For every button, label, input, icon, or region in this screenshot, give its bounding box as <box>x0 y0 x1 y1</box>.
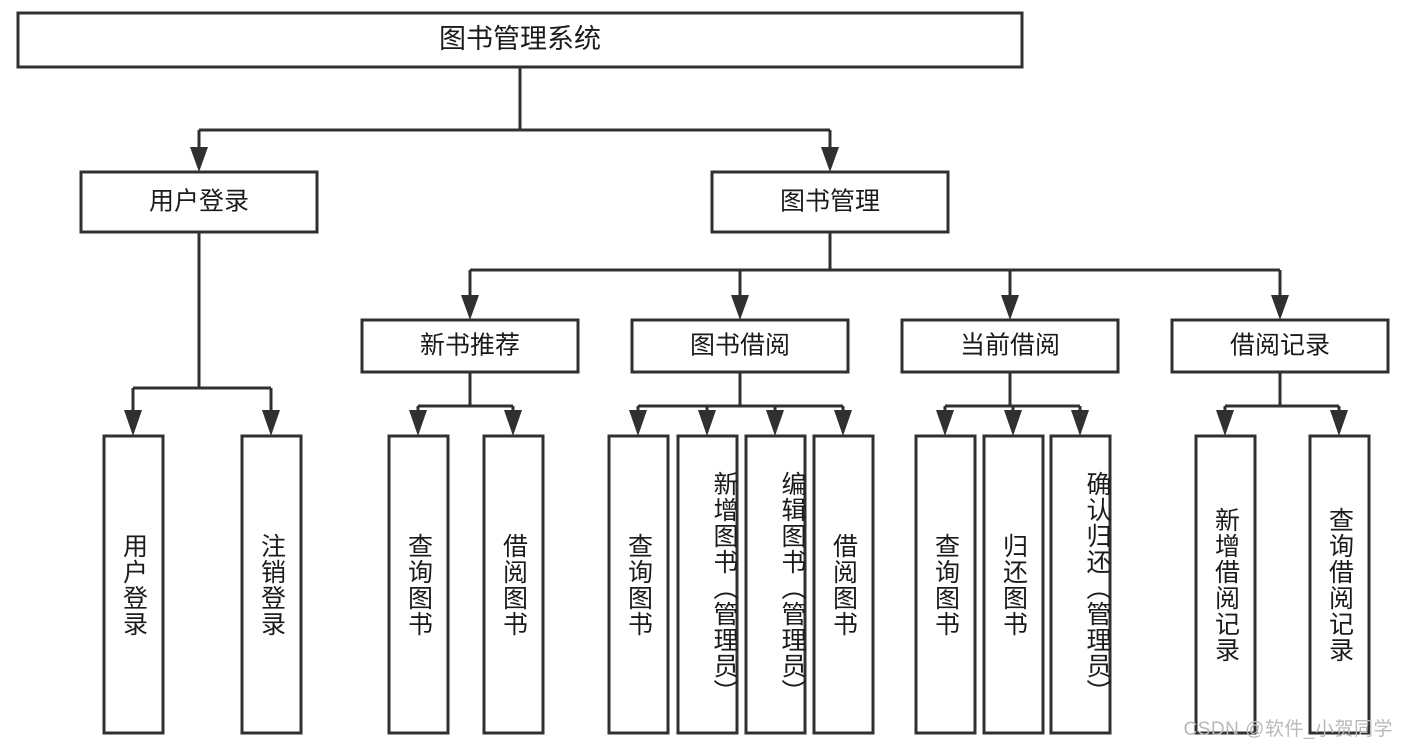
node-book-borrow-box[interactable] <box>630 318 850 374</box>
arrow-borrow-leaf-3 <box>766 410 784 436</box>
leaf-box-book-borrow-4[interactable] <box>812 434 875 735</box>
node-current-borrow-label: 当前借阅 <box>960 332 1060 360</box>
node-root-box[interactable] <box>16 11 1024 69</box>
node-borrow-record-label: 借阅记录 <box>1230 332 1330 360</box>
arrow-userlogin-leaf-1 <box>124 410 142 436</box>
node-current-borrow-box[interactable] <box>900 318 1120 374</box>
arrow-bookmanage-to-record <box>1271 295 1289 320</box>
node-book-borrow-label: 图书借阅 <box>690 332 790 360</box>
arrow-record-leaf-2 <box>1330 410 1348 436</box>
node-user-login-label: 用户登录 <box>149 188 249 216</box>
arrow-newbook-leaf-2 <box>504 410 522 436</box>
arrow-borrow-leaf-1 <box>629 410 647 436</box>
leaf-box-current-borrow-3[interactable] <box>1049 434 1112 735</box>
arrow-current-leaf-3 <box>1071 410 1089 436</box>
node-new-book-recommend-box[interactable] <box>360 318 580 374</box>
arrow-current-leaf-2 <box>1004 410 1022 436</box>
leaf-box-book-borrow-2[interactable] <box>676 434 739 735</box>
arrow-current-leaf-1 <box>936 410 954 436</box>
arrow-newbook-leaf-1 <box>409 410 427 436</box>
leaf-box-current-borrow-1[interactable] <box>914 434 977 735</box>
node-new-book-recommend-label: 新书推荐 <box>420 332 520 360</box>
arrow-bookmanage-to-new-book <box>461 295 479 320</box>
leaf-box-book-borrow-3[interactable] <box>744 434 807 735</box>
leaf-box-borrow-record-1[interactable] <box>1194 434 1257 735</box>
arrow-root-to-user-login <box>190 147 208 172</box>
leaf-box-user-login-2[interactable] <box>240 434 303 735</box>
leaf-box-current-borrow-2[interactable] <box>982 434 1045 735</box>
node-user-login-box[interactable] <box>79 170 319 234</box>
leaf-box-book-borrow-1[interactable] <box>607 434 670 735</box>
leaf-box-new-book-2[interactable] <box>482 434 545 735</box>
arrow-bookmanage-to-borrow <box>731 295 749 320</box>
node-book-manage-box[interactable] <box>710 170 950 234</box>
leaf-box-borrow-record-2[interactable] <box>1308 434 1371 735</box>
arrow-root-to-book-manage <box>821 147 839 172</box>
leaf-box-new-book-1[interactable] <box>387 434 450 735</box>
leaf-box-user-login-1[interactable] <box>102 434 165 735</box>
node-book-manage-label: 图书管理 <box>780 188 880 216</box>
arrow-bookmanage-to-current <box>1001 295 1019 320</box>
arrow-userlogin-leaf-2 <box>262 410 280 436</box>
arrow-record-leaf-1 <box>1216 410 1234 436</box>
nodes-layer: 图书管理系统 用户登录 图书管理 新书推荐 图书借阅 当前借阅 借阅记录 <box>16 11 1390 735</box>
arrow-borrow-leaf-4 <box>834 410 852 436</box>
node-borrow-record-box[interactable] <box>1170 318 1390 374</box>
edges-layer <box>124 67 1348 436</box>
node-root-label: 图书管理系统 <box>439 24 601 54</box>
csdn-watermark: CSDN @软件_小贺同学 <box>1183 719 1393 740</box>
arrow-borrow-leaf-2 <box>698 410 716 436</box>
